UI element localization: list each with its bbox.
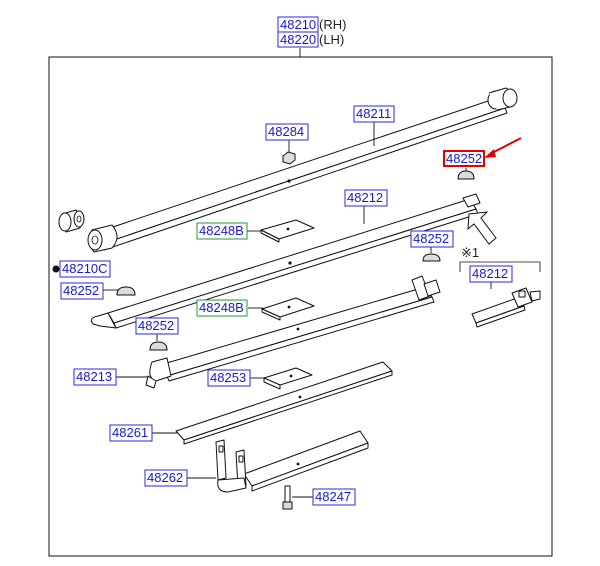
svg-text:48210C: 48210C (62, 261, 108, 276)
label-48252-low[interactable]: 48252 (135, 317, 179, 335)
leaf-48261 (175, 361, 393, 445)
silencer-48252-mid (422, 246, 441, 262)
svg-text:48213: 48213 (76, 369, 112, 384)
label-48247[interactable]: 48247 (312, 488, 356, 506)
direction-arrow (467, 211, 497, 245)
silencer-48252-left (116, 286, 136, 296)
label-48284[interactable]: 48284 (265, 123, 309, 141)
leaf-48213 (145, 275, 441, 389)
rh-suffix: (RH) (319, 17, 346, 32)
pad-48248b-upper (260, 219, 315, 243)
leader-lines (103, 122, 467, 498)
lh-suffix: (LH) (319, 32, 344, 47)
rh-code[interactable]: 48210 (280, 17, 316, 32)
label-48211[interactable]: 48211 (353, 105, 395, 123)
label-48213[interactable]: 48213 (73, 368, 117, 386)
label-48261[interactable]: 48261 (109, 424, 153, 442)
label-detail-48212[interactable]: 48212 (469, 265, 513, 283)
label-48248b-lower[interactable]: 48248B (196, 299, 248, 317)
leaf-48211 (87, 87, 518, 253)
label-48252-highlighted[interactable]: 48252 (443, 150, 485, 167)
svg-text:48248B: 48248B (199, 300, 244, 315)
svg-text:48252: 48252 (413, 231, 449, 246)
leaf-48262 (215, 430, 369, 493)
label-48252-mid[interactable]: 48252 (410, 230, 454, 248)
detail-mark: ※1 (461, 245, 479, 260)
label-48210c[interactable]: 48210C (52, 260, 111, 278)
clip-48284 (282, 140, 296, 165)
svg-text:48261: 48261 (112, 425, 148, 440)
svg-text:48252: 48252 (446, 151, 482, 166)
silencer-48252-low (149, 332, 168, 351)
lh-code-box[interactable] (277, 31, 319, 48)
label-48212[interactable]: 48212 (344, 189, 388, 207)
svg-text:48212: 48212 (347, 190, 383, 205)
svg-text:48247: 48247 (315, 489, 351, 504)
highlight-arrow (484, 137, 522, 158)
pad-48248b-lower (261, 297, 315, 321)
svg-text:48284: 48284 (268, 124, 304, 139)
svg-text:48253: 48253 (210, 370, 246, 385)
svg-text:48262: 48262 (147, 470, 183, 485)
assembly-header: 48210 (RH) 48220 (LH) (277, 16, 346, 57)
label-48262[interactable]: 48262 (144, 469, 188, 487)
bolt-48247 (282, 485, 293, 510)
svg-text:48212: 48212 (472, 266, 508, 281)
pad-48253 (263, 367, 313, 390)
bushing-48210c (58, 209, 85, 233)
detail-inset: ※1 (459, 245, 541, 328)
label-48252-left[interactable]: 48252 (60, 282, 104, 300)
svg-text:48252: 48252 (138, 318, 174, 333)
svg-text:48211: 48211 (356, 106, 391, 121)
label-48248b-upper[interactable]: 48248B (196, 222, 248, 240)
svg-text:48252: 48252 (63, 283, 99, 298)
label-48253[interactable]: 48253 (207, 369, 251, 387)
svg-text:48248B: 48248B (199, 223, 244, 238)
lh-code[interactable]: 48220 (280, 32, 316, 47)
diagram-frame (48, 56, 553, 557)
silencer-48252-top (457, 170, 475, 180)
